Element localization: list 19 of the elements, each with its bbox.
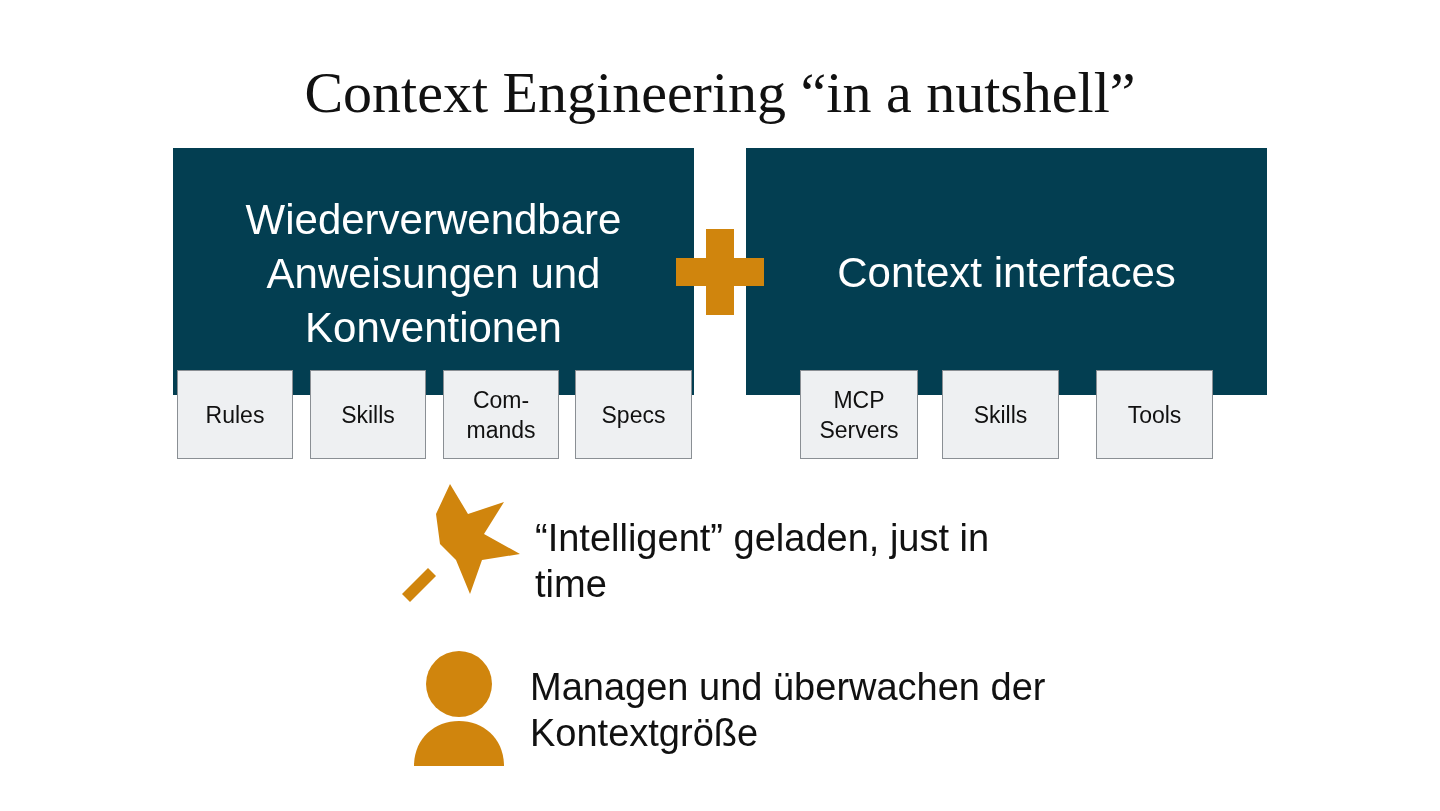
item-card [575, 370, 692, 459]
item-label: Specs [601, 400, 666, 430]
item-card [942, 370, 1059, 459]
item-card [1096, 370, 1213, 459]
item-card [443, 370, 559, 459]
item-label: Skills [341, 400, 395, 430]
item-card [310, 370, 426, 459]
item-label: Tools [1127, 400, 1182, 430]
item-label: Com- mands [466, 385, 536, 445]
item-label: MCP Servers [818, 385, 900, 445]
slide-title: Context Engineering “in a nutshell” [303, 59, 1137, 127]
note-text: Managen und überwachen der Kontextgröße [530, 665, 1047, 756]
item-label: Skills [973, 400, 1028, 430]
item-card [800, 370, 918, 459]
panel-heading: Context interfaces [837, 248, 1176, 298]
panel-heading: Wiederverwendbare Anweisungen und Konventionen [244, 195, 623, 353]
note-text: “Intelligent” geladen, just in time [535, 516, 991, 607]
item-label: Rules [205, 400, 265, 430]
item-card [177, 370, 293, 459]
